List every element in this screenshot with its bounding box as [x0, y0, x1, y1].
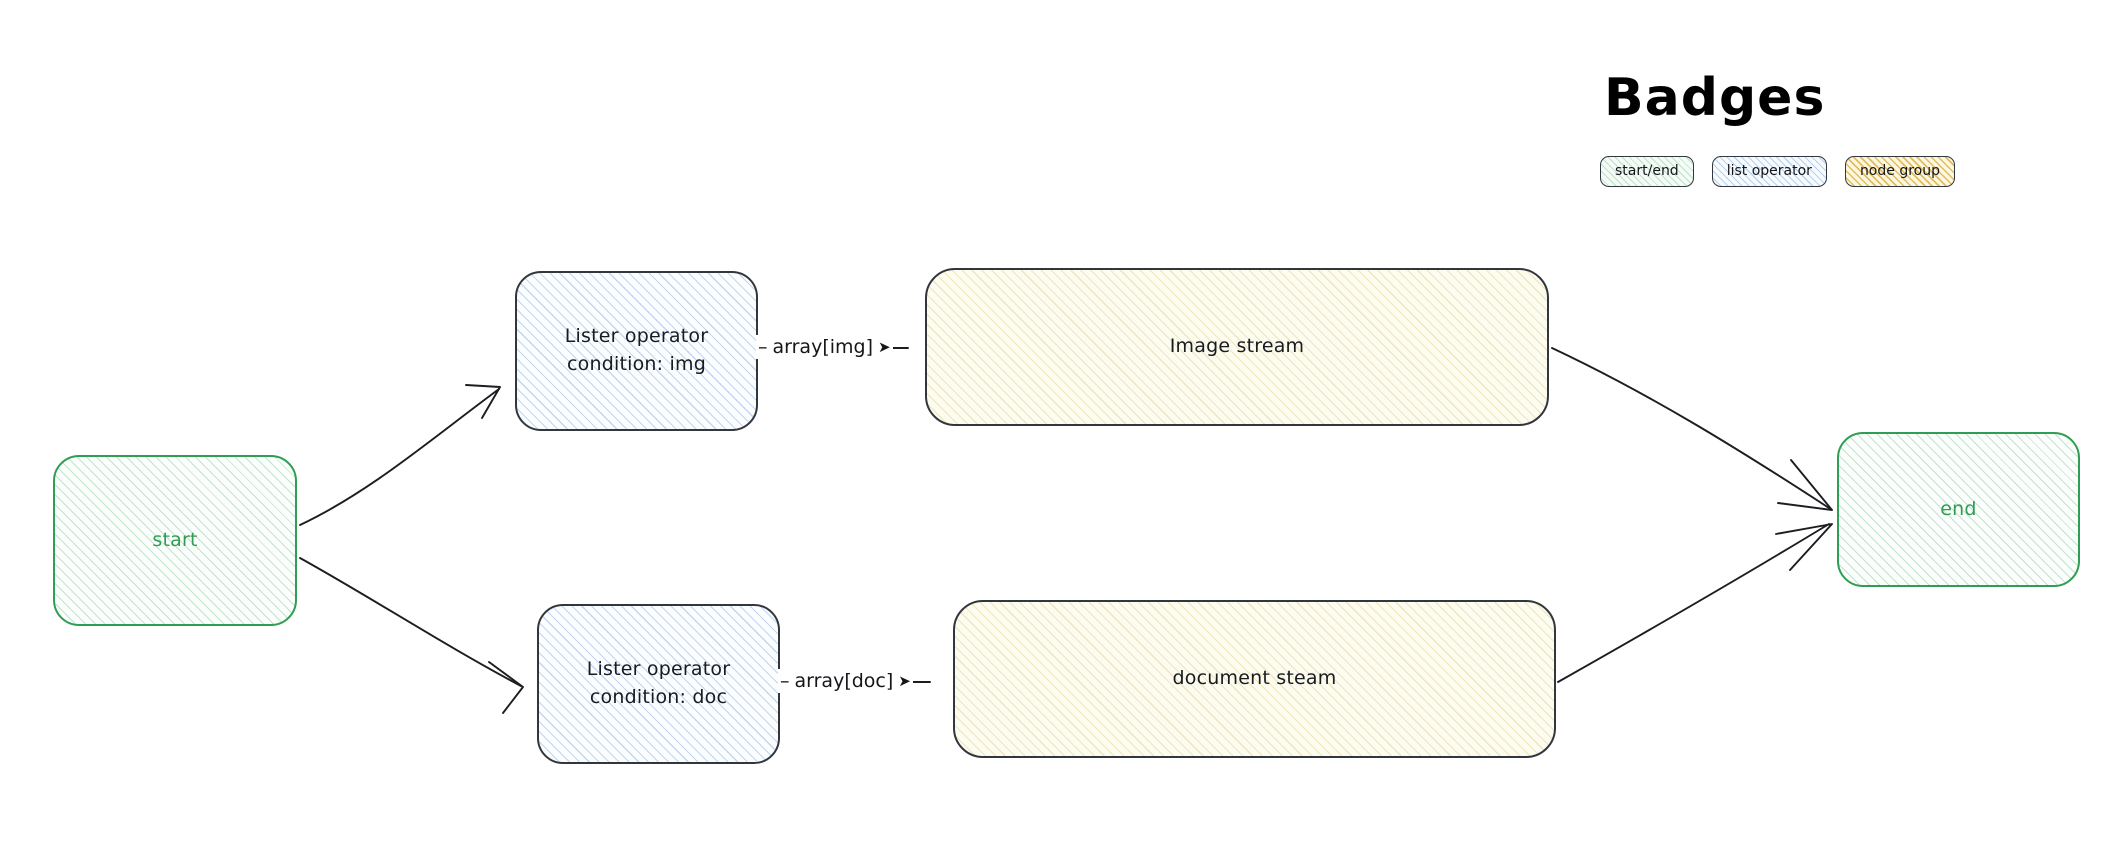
badges-row: start/end list operator node group: [1600, 156, 1955, 187]
badge-node-group[interactable]: node group: [1844, 156, 1955, 187]
node-lister-operator-img-label: Lister operator condition: img: [564, 325, 709, 375]
arrow-tip-icon: ➤: [898, 672, 911, 690]
node-group-document-steam-label: document steam: [1172, 667, 1337, 690]
node-start[interactable]: start: [53, 455, 297, 626]
edge-start-to-lister-img: [299, 384, 501, 526]
badge-list-operator[interactable]: list operator: [1711, 156, 1827, 187]
node-end[interactable]: end: [1837, 432, 2080, 587]
node-group-document-steam[interactable]: document steam: [953, 600, 1556, 758]
edge-label-array-doc-prefix: –: [780, 670, 790, 692]
edge-label-array-doc-text: array[doc]: [794, 670, 894, 692]
badges-title: Badges: [1604, 68, 1826, 128]
node-lister-operator-doc-label: Lister operator condition: doc: [586, 658, 731, 708]
edge-label-array-img: – array[img] ➤: [756, 335, 893, 359]
edge-label-array-doc: – array[doc] ➤: [778, 669, 913, 693]
node-end-label: end: [1940, 497, 1977, 520]
badges-panel: Badges start/end list operator node grou…: [1600, 68, 1955, 187]
edge-document-steam-to-end: [1557, 523, 1833, 683]
edge-label-array-img-text: array[img]: [772, 336, 874, 358]
node-start-label: start: [152, 528, 198, 551]
badge-start-end[interactable]: start/end: [1600, 156, 1694, 187]
node-group-image-stream-label: Image stream: [1169, 335, 1305, 358]
edge-label-array-img-prefix: –: [758, 336, 768, 358]
node-group-image-stream[interactable]: Image stream: [925, 268, 1549, 426]
arrow-tip-icon: ➤: [878, 338, 891, 356]
node-lister-operator-doc[interactable]: Lister operator condition: doc: [537, 604, 780, 764]
edge-start-to-lister-doc: [299, 557, 524, 714]
node-lister-operator-img[interactable]: Lister operator condition: img: [515, 271, 758, 431]
edge-image-stream-to-end: [1551, 347, 1833, 511]
